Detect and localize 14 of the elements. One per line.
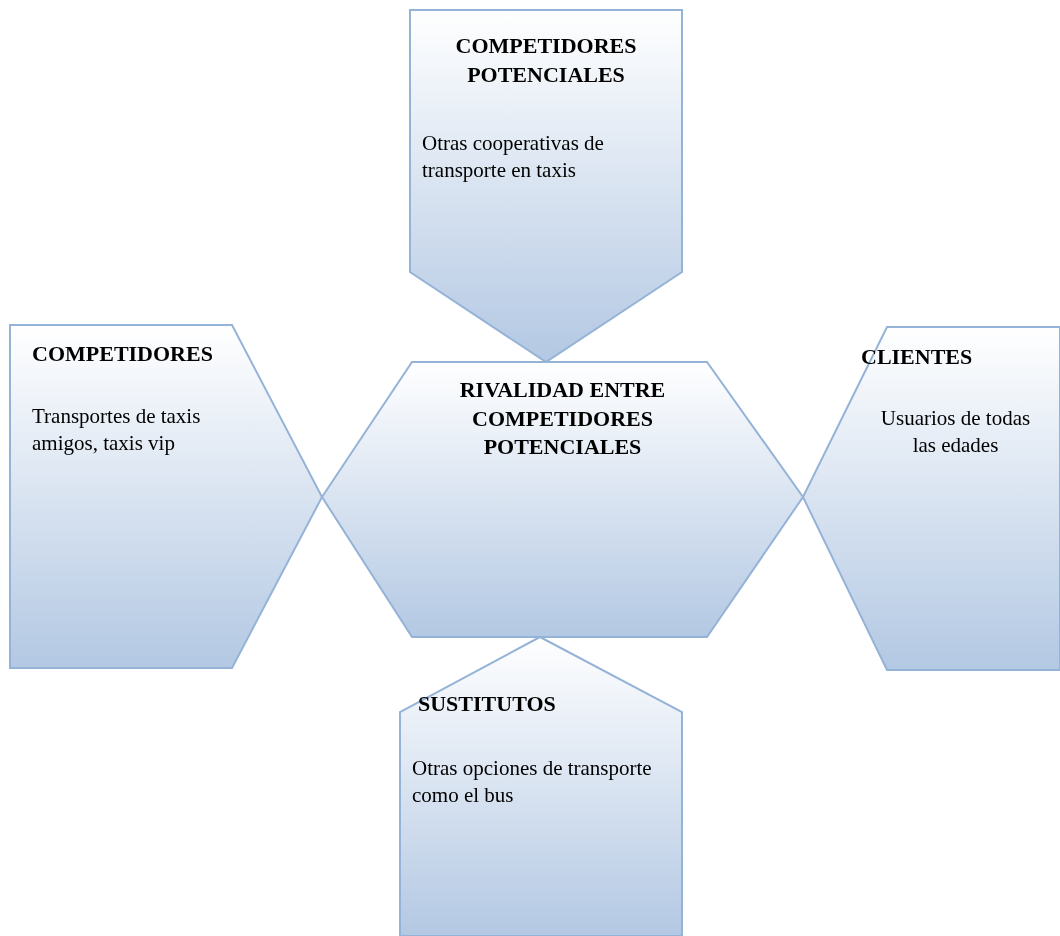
hexagon-shape: [322, 362, 803, 637]
description-text: Otras cooperativas de transporte en taxis: [422, 130, 605, 185]
pentagon-shape: [10, 325, 322, 668]
description-text: Transportes de taxis amigos, taxis vip: [32, 403, 202, 458]
heading: RIVALIDAD ENTRE COMPETIDORES POTENCIALES: [458, 376, 667, 462]
heading: CLIENTES: [861, 343, 974, 371]
heading: SUSTITUTOS: [418, 690, 557, 718]
heading: COMPETIDORES POTENCIALES: [454, 32, 638, 89]
pentagon-shape: [410, 10, 682, 362]
heading: COMPETIDORES: [32, 340, 214, 368]
pentagon-shape: [400, 637, 682, 936]
description-text: Otras opciones de transporte como el bus: [412, 755, 653, 810]
description-text: Usuarios de todas las edades: [879, 405, 1032, 460]
pentagon-shape: [803, 327, 1060, 670]
